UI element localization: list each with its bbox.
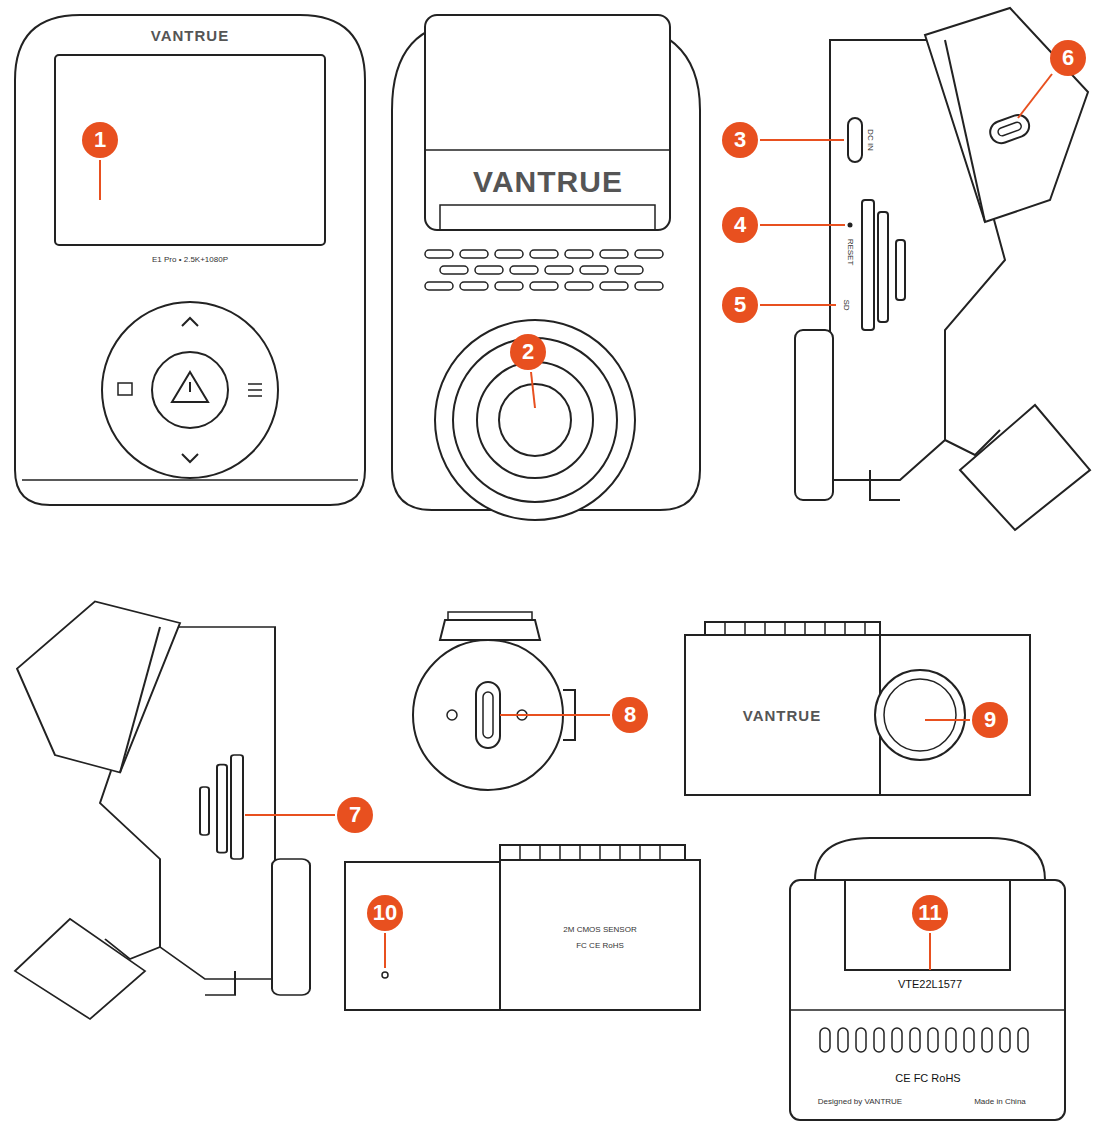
serial-number: VTE22L1577 bbox=[896, 978, 964, 991]
callout-number: 5 bbox=[722, 287, 758, 323]
model-text: E1 Pro • 2.5K+1080P bbox=[151, 255, 229, 265]
callout-number: 7 bbox=[337, 797, 373, 833]
brand-logo: VANTRUE bbox=[149, 27, 231, 44]
port-label: DC IN bbox=[865, 128, 875, 152]
callout-number: 3 bbox=[722, 122, 758, 158]
callout-number: 9 bbox=[972, 702, 1008, 738]
maker-text: Designed by VANTRUE bbox=[817, 1097, 903, 1107]
port-label: RESET bbox=[845, 238, 855, 267]
sensor-text: 2M CMOS SENSOR bbox=[562, 925, 637, 935]
callout-number: 4 bbox=[722, 207, 758, 243]
port-label: SD bbox=[841, 298, 851, 311]
certification-text: CE FC RoHS bbox=[893, 1072, 962, 1085]
certification-text: FC CE RoHS bbox=[575, 941, 625, 951]
callout-number: 2 bbox=[510, 334, 546, 370]
origin-text: Made in China bbox=[973, 1097, 1027, 1107]
brand-logo: VANTRUE bbox=[470, 166, 626, 198]
callout-number: 11 bbox=[912, 895, 948, 931]
brand-logo: VANTRUE bbox=[741, 707, 823, 724]
callout-number: 1 bbox=[82, 122, 118, 158]
callout-number: 8 bbox=[612, 697, 648, 733]
callout-number: 6 bbox=[1050, 40, 1086, 76]
callout-number: 10 bbox=[367, 895, 403, 931]
